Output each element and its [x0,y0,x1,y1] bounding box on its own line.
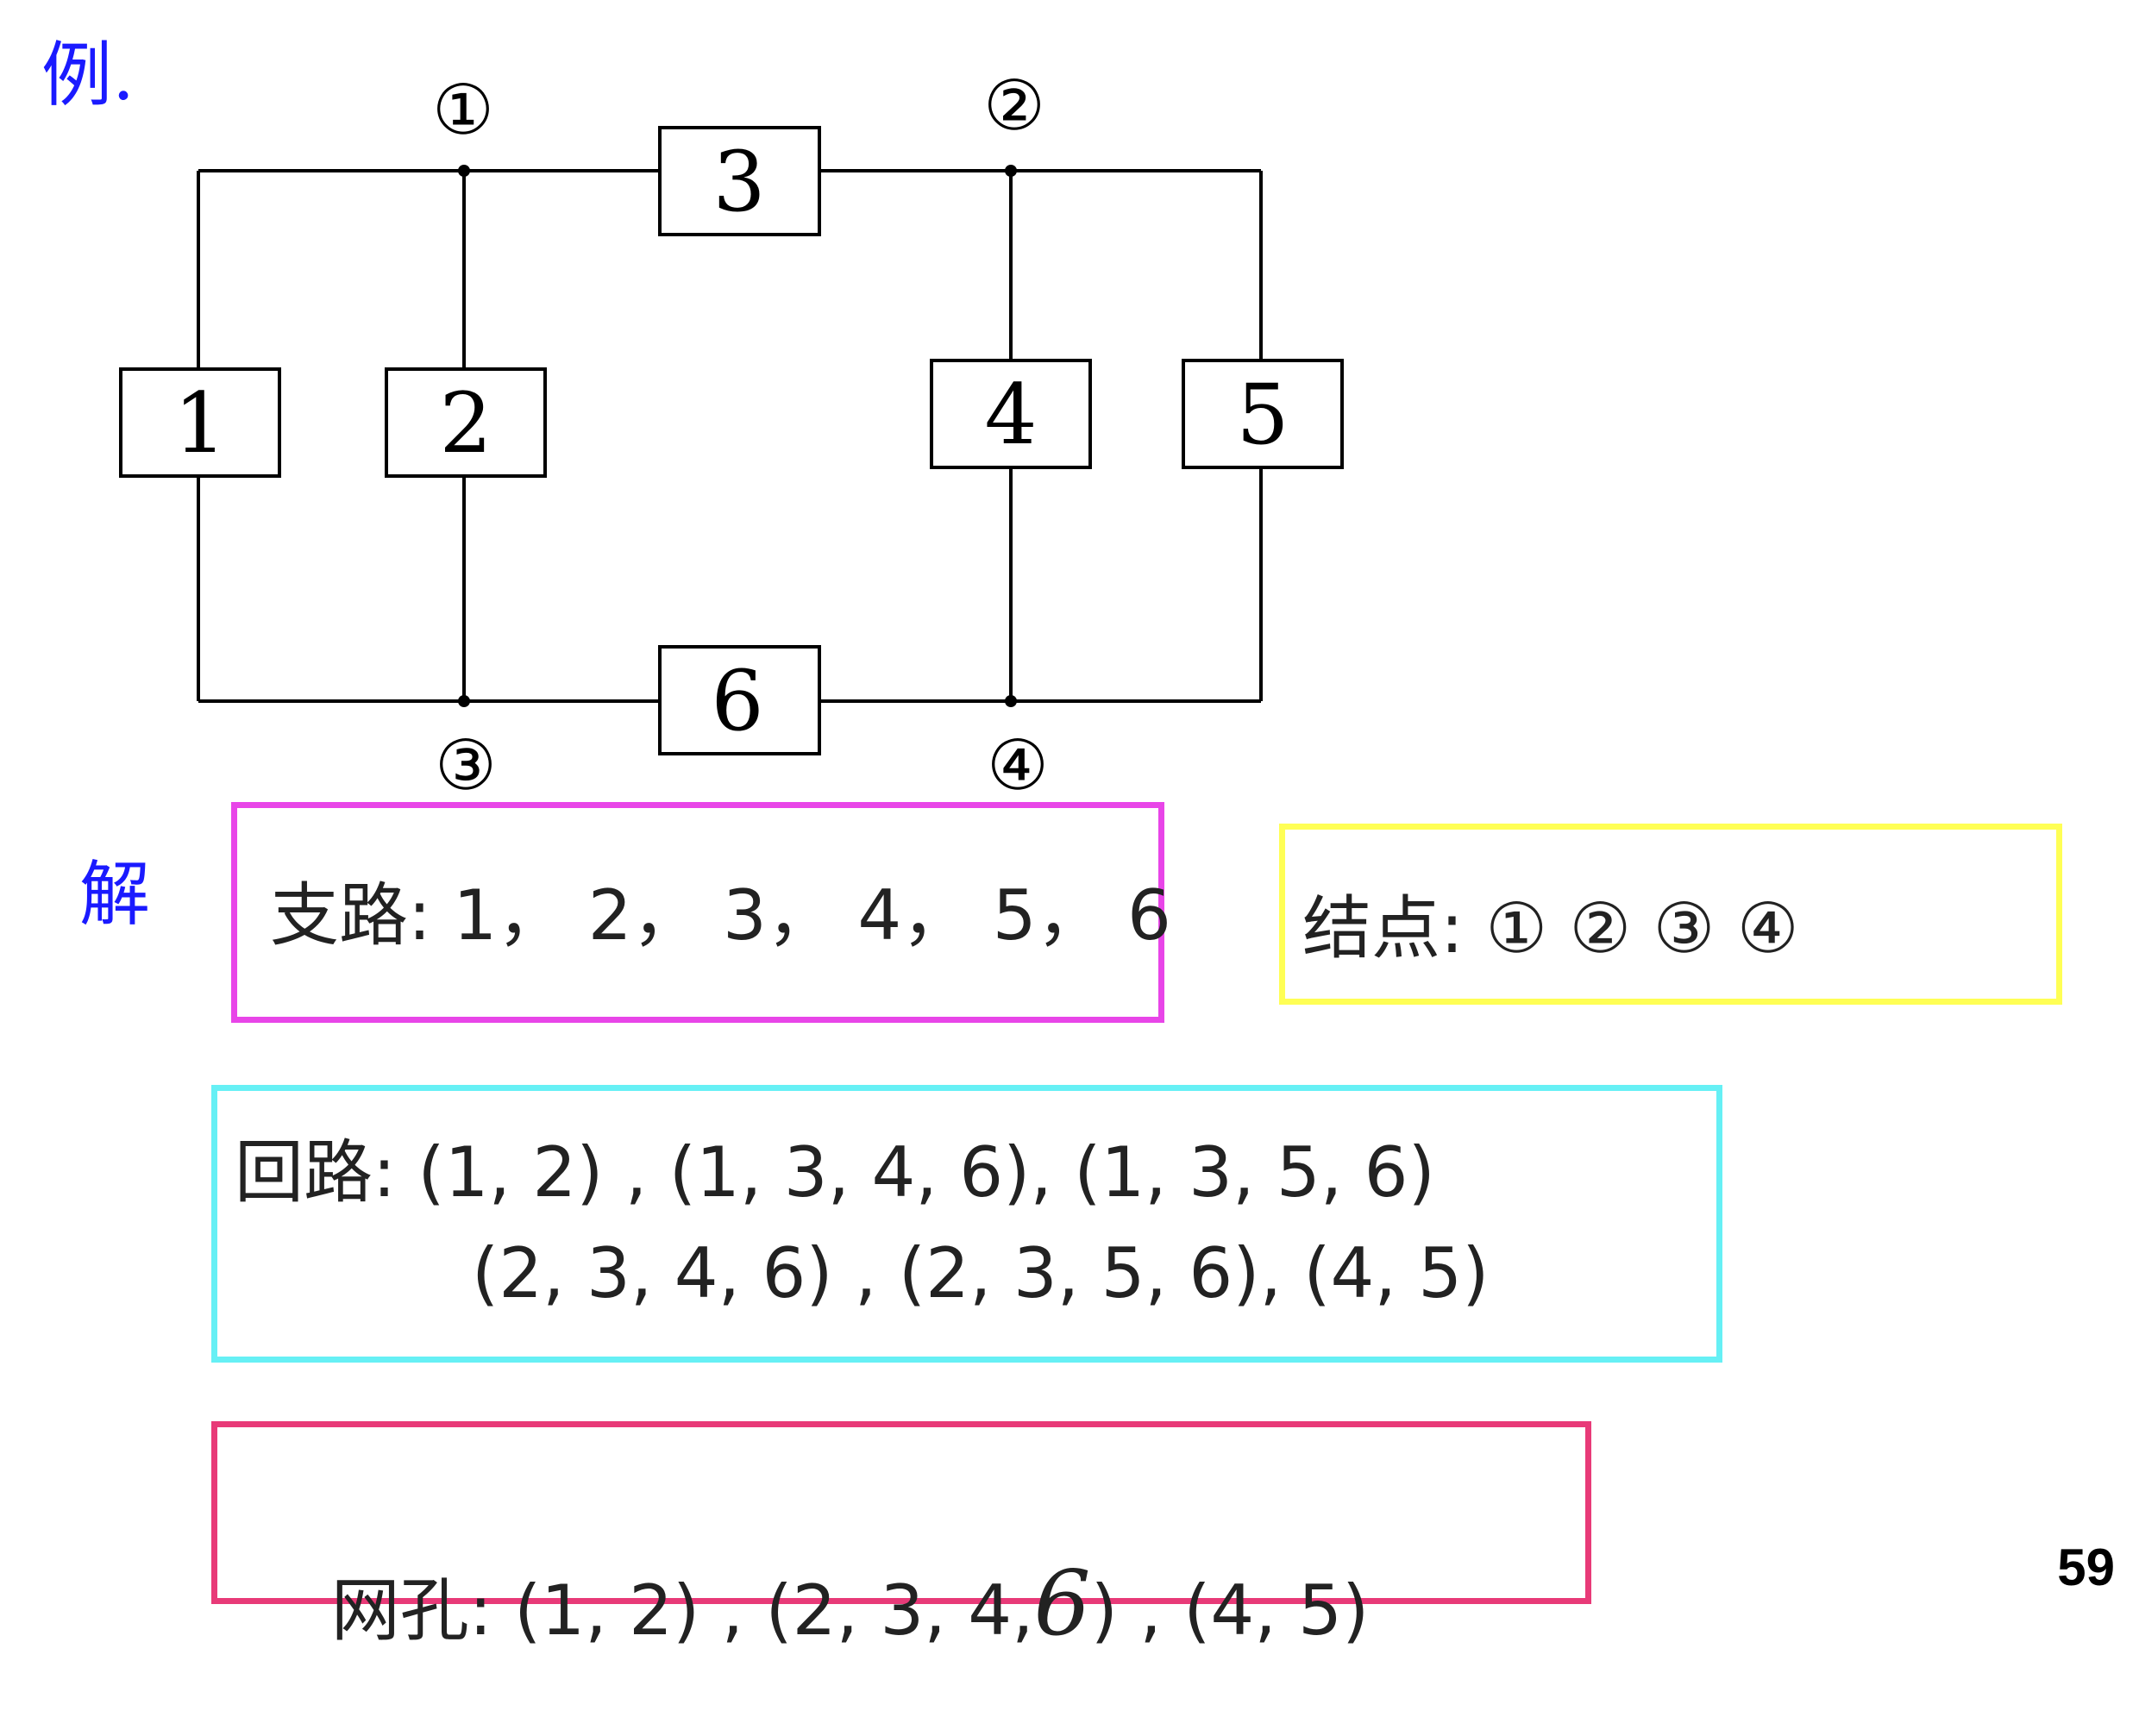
node-3-dot [458,695,470,707]
element-3-box [658,126,821,236]
element-2-label: 2 [439,375,492,472]
element-1-box [119,367,281,478]
node-2-dot [1005,165,1017,177]
meshes-prefix: 网孔: (1, 2) , (2, 3, 4, [330,1570,1034,1651]
element-5-box [1182,359,1344,469]
element-3-label: 3 [712,134,765,230]
nodes-answer-box: 结点: ① ② ③ ④ [1279,824,2062,1005]
loops-line-1: 回路: (1, 2) , (1, 3, 4, 6), (1, 3, 5, 6) [235,1132,1435,1213]
meshes-text: 网孔: (1, 2) , (2, 3, 4,6) , (4, 5) [243,1470,1370,1736]
meshes-suffix: ) , (4, 5) [1090,1570,1370,1651]
element-4-label: 4 [984,367,1037,463]
node-3-label: ③ [435,725,497,805]
loops-answer-box: 回路: (1, 2) , (1, 3, 4, 6), (1, 3, 5, 6) … [211,1085,1722,1363]
node-4-label: ④ [987,725,1049,805]
element-6-box [658,645,821,755]
solution-label: 解 [79,854,151,936]
node-1-label: ① [432,70,494,150]
branches-text: 支路: 1， 2， 3， 4， 5， 6 [270,875,1171,956]
loops-line-2: (2, 3, 4, 6) , (2, 3, 5, 6), (4, 5) [472,1233,1490,1313]
element-5-label: 5 [1236,367,1289,463]
meshes-handwritten-6: 6 [1033,1551,1091,1656]
node-4-dot [1005,695,1017,707]
circuit-diagram: 1 2 3 4 5 6 ① ② ③ ④ [119,66,1344,805]
element-6-label: 6 [711,653,763,749]
node-1-dot [458,165,470,177]
circuit-wires [197,169,1263,703]
branches-answer-box: 支路: 1， 2， 3， 4， 5， 6 [231,802,1171,1023]
element-1-label: 1 [173,375,226,472]
example-label: 例. [41,34,135,116]
nodes-text: 结点: ① ② ③ ④ [1302,888,1799,968]
meshes-answer-box: 网孔: (1, 2) , (2, 3, 4,6) , (4, 5) [211,1421,1591,1656]
node-2-label: ② [983,66,1045,146]
element-2-box [385,367,547,478]
element-4-box [930,359,1092,469]
page-number: 59 [2057,1539,2115,1596]
